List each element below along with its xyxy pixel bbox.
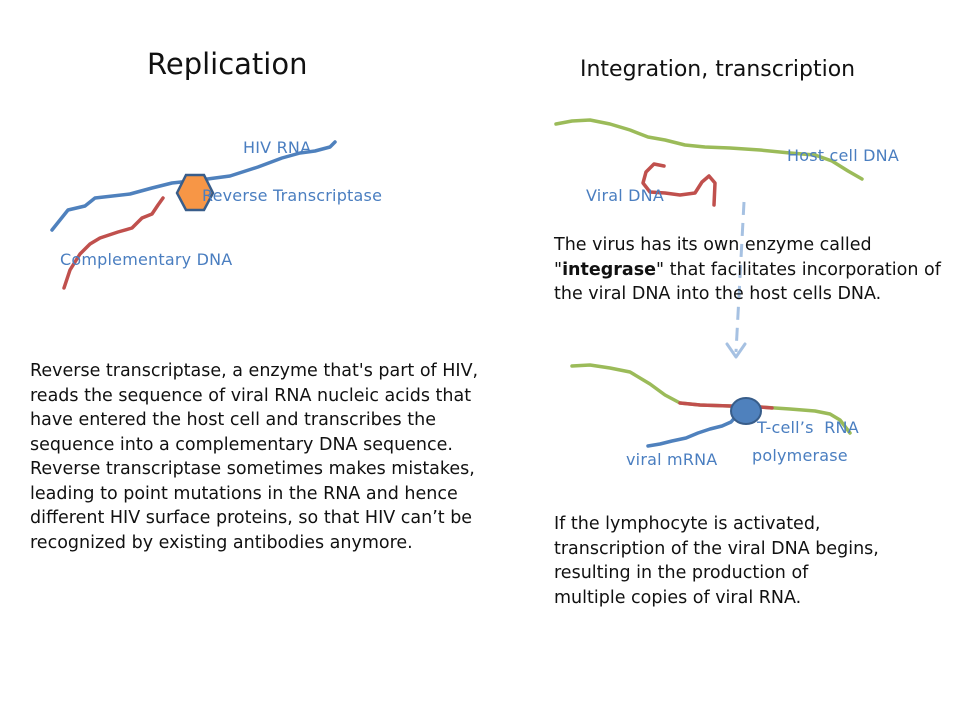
complementary-dna-strand <box>62 196 165 290</box>
integrase-term: integrase <box>562 259 657 280</box>
host-cell-dna-label: Host cell DNA <box>787 146 899 165</box>
host-cell-dna-strand <box>554 118 864 181</box>
reverse-transcriptase-enzyme <box>175 173 215 212</box>
transcription-description: If the lymphocyte is activated, transcri… <box>554 514 879 608</box>
integration-arrow <box>734 201 746 353</box>
integration-title: Integration, transcription <box>580 57 856 82</box>
polymerase-label: polymerase <box>752 446 848 465</box>
replication-title: Replication <box>147 47 308 81</box>
hiv-rna-label: HIV RNA <box>243 138 312 157</box>
arrow-head <box>725 342 747 359</box>
complementary-dna-label: Complementary DNA <box>60 250 233 269</box>
integrated-viral-dna-segment <box>678 401 774 410</box>
viral-dna-strand <box>641 162 717 207</box>
tcell-rna-label: T-cell’s RNA <box>757 418 859 437</box>
viral-dna-label: Viral DNA <box>586 186 664 205</box>
replication-description: Reverse transcriptase, a enzyme that's p… <box>30 359 508 555</box>
rna-polymerase-enzyme <box>730 397 762 425</box>
integrase-text-before: The virus has its own enzyme called " <box>554 235 872 280</box>
viral-mrna-label: viral mRNA <box>626 450 718 469</box>
reverse-transcriptase-paragraph: Reverse transcriptase, a enzyme that's p… <box>30 361 479 455</box>
mutation-paragraph: Reverse transcriptase sometimes makes mi… <box>30 459 475 553</box>
integrase-description: The virus has its own enzyme called "int… <box>554 233 954 307</box>
viral-mrna-strand <box>646 412 740 448</box>
integrase-text-after: " that facilitates incorporation of the … <box>554 259 941 305</box>
reverse-transcriptase-label: Reverse Transcriptase <box>202 186 383 205</box>
